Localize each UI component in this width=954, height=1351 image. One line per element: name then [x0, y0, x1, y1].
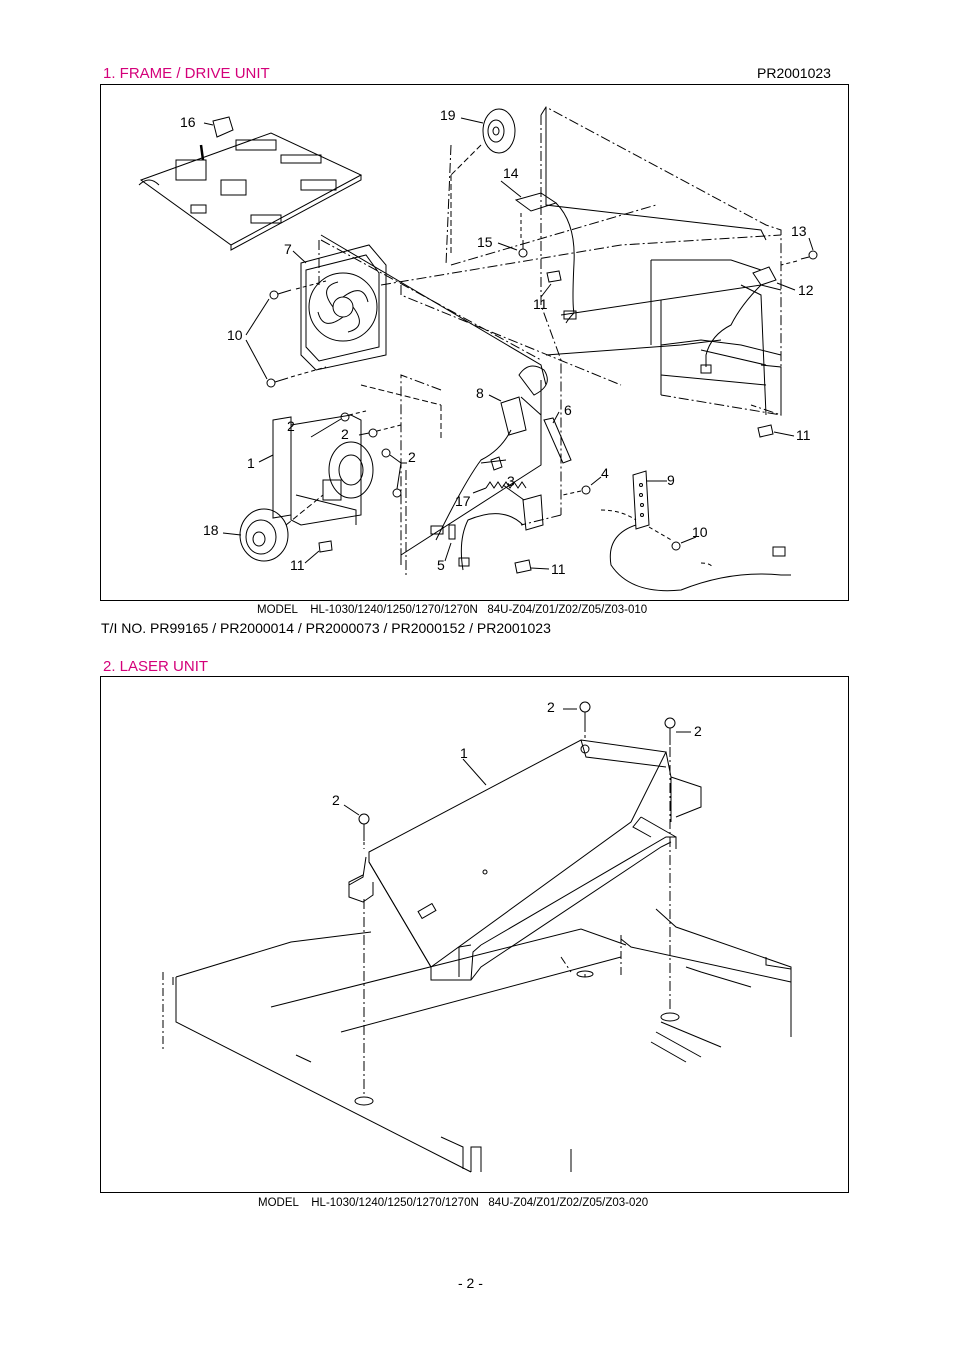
label-13: 13: [791, 223, 807, 239]
label-2-a: 2: [287, 418, 295, 434]
label-7: 7: [284, 241, 292, 257]
laser-unit-diagram: 2 2 1 2: [100, 676, 849, 1193]
label-2-c: 2: [408, 449, 416, 465]
part-14-sensor: [501, 181, 576, 323]
part-13-screw: [781, 238, 817, 265]
main-pcb: [139, 133, 361, 250]
label-3: 3: [507, 473, 515, 489]
part-8-harness: [431, 366, 547, 540]
label-4: 4: [601, 465, 609, 481]
part-10-screw-right: [649, 527, 696, 550]
part-5-sheet: [445, 525, 455, 561]
label-15: 15: [477, 234, 493, 250]
laser-screws: [344, 702, 691, 1105]
label-17: 17: [455, 493, 471, 509]
label-2-b: 2: [341, 426, 349, 442]
label-11-bottom-left: 11: [290, 557, 305, 573]
part-7-fan: [293, 245, 386, 370]
base-frame: [176, 909, 791, 1172]
part-11-blocks: [305, 271, 794, 573]
part-2-screws: [311, 411, 407, 497]
section2-title: 2. LASER UNIT: [103, 658, 209, 675]
part-9-board: [601, 471, 791, 591]
part-6-lever: [544, 412, 571, 463]
label-12: 12: [798, 282, 814, 298]
chassis-outline: [319, 107, 781, 575]
part-12-bracket-cable: [701, 267, 795, 373]
label-10-left: 10: [227, 327, 243, 343]
laser-unit-exploded-view: [101, 677, 850, 1194]
label-16: 16: [180, 114, 196, 130]
part-16-bracket: [204, 117, 233, 137]
label-19: 19: [440, 107, 456, 123]
label-11-top: 11: [533, 296, 548, 312]
part-17-spring: [473, 482, 526, 493]
ti-number-line: T/I NO. PR99165 / PR2000014 / PR2000073 …: [101, 620, 551, 636]
label-18: 18: [203, 522, 219, 538]
part-15-screw: [498, 240, 527, 257]
label-8: 8: [476, 385, 484, 401]
laser-label-2-b: 2: [694, 723, 702, 739]
frame-drive-exploded-view: [101, 85, 850, 602]
laser-label-2-a: 2: [547, 699, 555, 715]
section1-model-line: MODEL HL-1030/1240/1250/1270/1270N 84U-Z…: [257, 604, 648, 616]
label-14: 14: [503, 165, 519, 181]
label-9: 9: [667, 472, 675, 488]
chassis-body: [321, 107, 781, 565]
part-19-gear: [451, 109, 515, 255]
frame-drive-unit-diagram: 16 19 14 13 15 7 12 11 10 8 6 11 2 2 2 1…: [100, 84, 849, 601]
part-10-screws-left: [246, 281, 326, 387]
label-1: 1: [247, 455, 255, 471]
laser-unit-body: [349, 740, 701, 980]
part-4-screw: [563, 477, 601, 495]
leader-1: [463, 759, 486, 785]
label-10-right: 10: [692, 524, 708, 540]
page-number: - 2 -: [458, 1275, 483, 1291]
label-11-bottom: 11: [551, 561, 566, 577]
laser-label-1: 1: [460, 745, 468, 761]
laser-label-2-c: 2: [332, 792, 340, 808]
section2-model-line: MODEL HL-1030/1240/1250/1270/1270N 84U-Z…: [258, 1197, 649, 1209]
reference-code: PR2001023: [757, 65, 831, 81]
base-frame-dashed: [163, 935, 621, 1049]
part-18-gear: [223, 495, 323, 561]
label-5: 5: [437, 557, 445, 573]
label-6: 6: [564, 402, 572, 418]
label-11-right: 11: [796, 427, 811, 443]
part-3-solenoid: [459, 457, 543, 570]
section1-title: 1. FRAME / DRIVE UNIT: [103, 65, 270, 82]
